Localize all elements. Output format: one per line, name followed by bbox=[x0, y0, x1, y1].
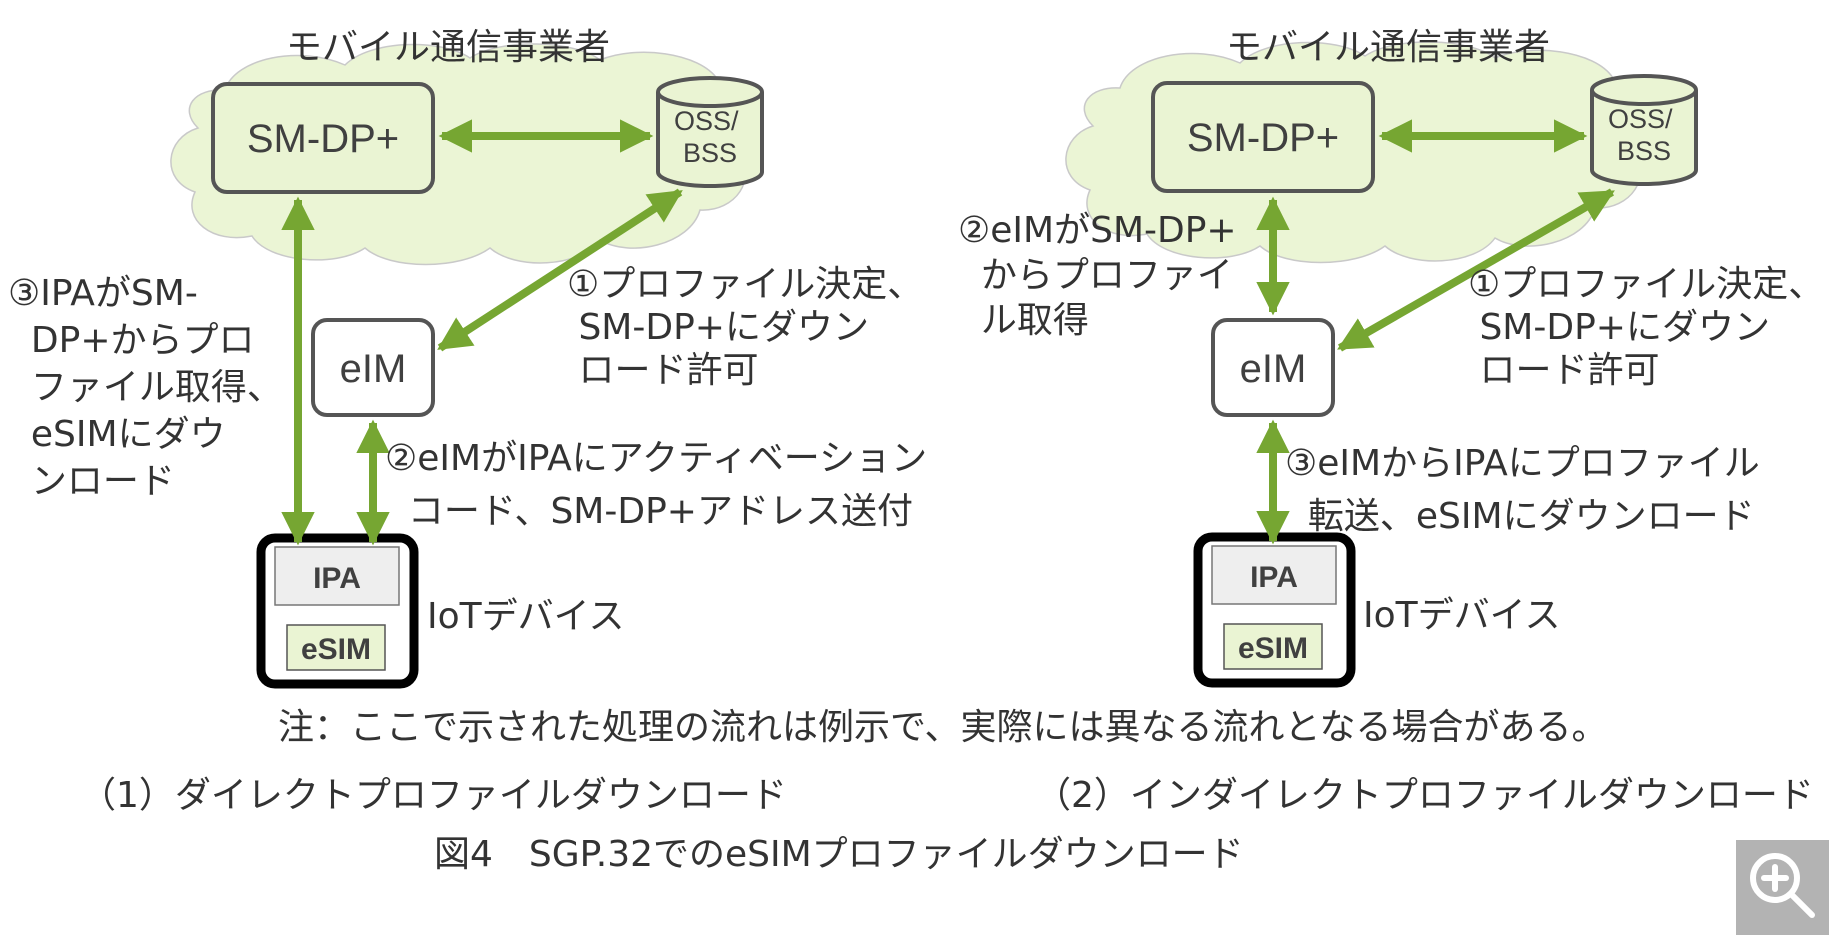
smdp-box-left bbox=[211, 82, 435, 194]
step-b-right: ②eIMがSM-DP+ からプロファイ ル取得 bbox=[958, 210, 1237, 341]
device-label-left: IoTデバイス bbox=[427, 596, 625, 637]
esim-box-left bbox=[286, 624, 386, 671]
step-b-left: ②eIMがIPAにアクティベーション コード、SM-DP+アドレス送付 bbox=[385, 438, 928, 532]
smdp-label-right: SM-DP+ bbox=[1187, 116, 1339, 160]
zoom-in-button[interactable] bbox=[1736, 840, 1829, 935]
esim-label-right: eSIM bbox=[1238, 632, 1308, 665]
ipa-box-left bbox=[274, 546, 400, 606]
step-a-left: ①プロファイル決定、 SM-DP+にダウン ロード許可 bbox=[567, 264, 924, 391]
eim-label-right: eIM bbox=[1240, 347, 1307, 391]
step-a-right: ①プロファイル決定、 SM-DP+にダウン ロード許可 bbox=[1468, 264, 1825, 391]
left-panel: SM-DP+ OSS/ BSS eIM IPA eSIM bbox=[170, 43, 764, 689]
step-c-left: ③IPAがSM- DP+からプロ ファイル取得、 eSIMにダウ ンロード bbox=[8, 273, 283, 502]
ipa-label-left: IPA bbox=[313, 562, 361, 595]
cloud-label-right: モバイル通信事業者 bbox=[1226, 27, 1551, 68]
right-panel: SM-DP+ OSS/ BSS eIM IPA eSIM bbox=[1065, 41, 1698, 688]
eim-box-right bbox=[1211, 318, 1335, 417]
oss-bss-cylinder-left bbox=[656, 76, 764, 188]
zoom-in-icon bbox=[1750, 853, 1815, 918]
ipa-label-right: IPA bbox=[1250, 561, 1298, 594]
oss-bss-cylinder-right bbox=[1590, 74, 1698, 186]
oss-label-right: OSS/ BSS bbox=[1608, 104, 1680, 166]
caption-left: （1）ダイレクトプロファイルダウンロード bbox=[80, 775, 787, 816]
smdp-box-right bbox=[1151, 81, 1375, 193]
step-c-right: ③eIMからIPAにプロファイル 転送、eSIMにダウンロード bbox=[1285, 443, 1760, 537]
oss-line-1-left: OSS/ bbox=[674, 106, 739, 136]
esim-box-right bbox=[1223, 623, 1323, 670]
esim-label-left: eSIM bbox=[301, 633, 371, 666]
arrow-oss-eim-right bbox=[1337, 188, 1615, 352]
oss-line-1-right: OSS/ bbox=[1608, 104, 1673, 134]
cloud-label-left: モバイル通信事業者 bbox=[286, 27, 611, 68]
oss-line-2-right: BSS bbox=[1617, 136, 1671, 166]
caption-right: （2）インダイレクトプロファイルダウンロード bbox=[1035, 775, 1814, 816]
smdp-label-left: SM-DP+ bbox=[247, 117, 399, 161]
eim-label-left: eIM bbox=[340, 347, 407, 391]
ipa-box-right bbox=[1211, 545, 1337, 605]
note-text: 注：ここで示された処理の流れは例示で、実際には異なる流れとなる場合がある。 bbox=[278, 707, 1608, 748]
oss-line-2-left: BSS bbox=[683, 138, 737, 168]
figure-title: 図4 SGP.32でのeSIMプロファイルダウンロード bbox=[434, 834, 1244, 875]
oss-label-left: OSS/ BSS bbox=[674, 106, 746, 168]
arrow-oss-eim-left bbox=[437, 188, 683, 352]
device-label-right: IoTデバイス bbox=[1363, 595, 1561, 636]
